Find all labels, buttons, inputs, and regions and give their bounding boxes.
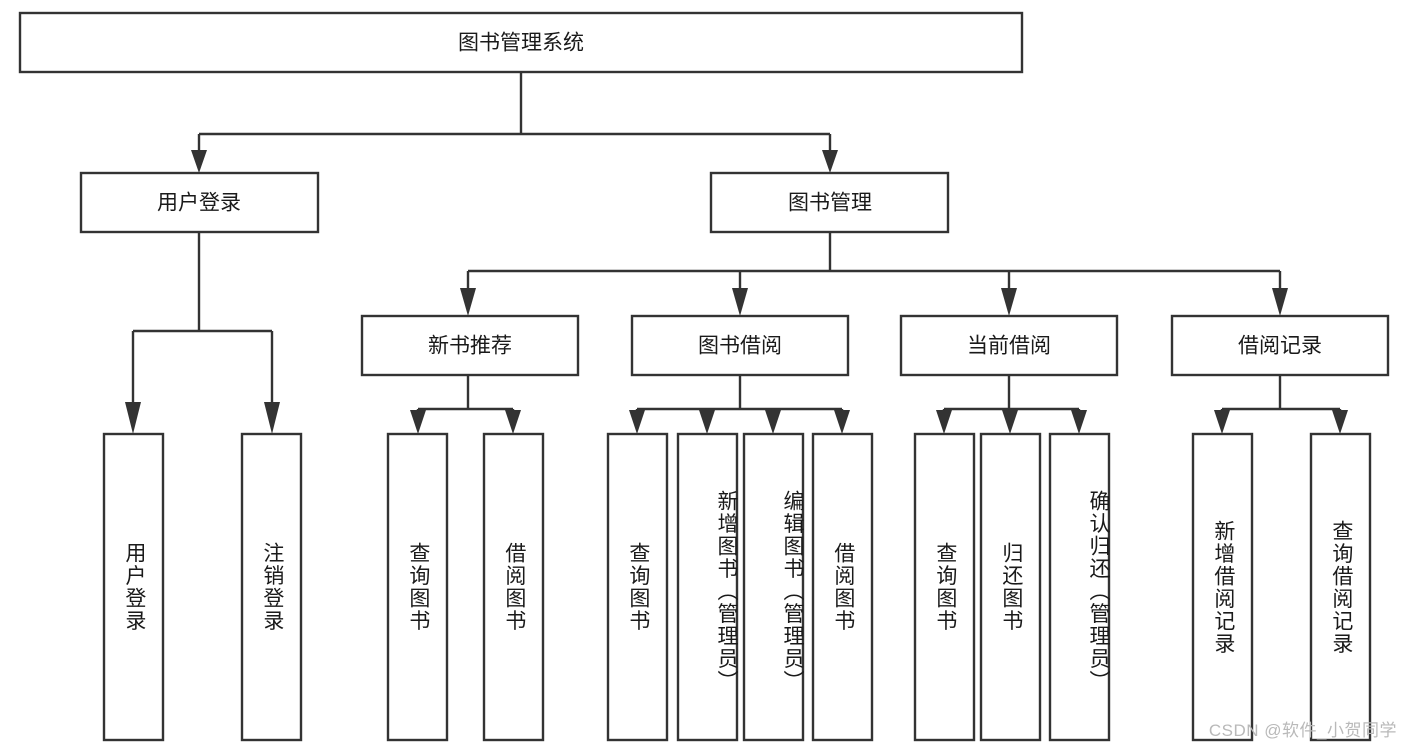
watermark-text: CSDN @软件_小贺同学 xyxy=(1208,721,1397,740)
arrow-head-book-mgmt xyxy=(822,150,838,173)
node-leaf-user-login-box[interactable] xyxy=(102,432,165,742)
node-user-login-label: 用户登录 xyxy=(157,192,241,215)
node-leaf-logout-box[interactable] xyxy=(240,432,303,742)
node-leaf-bb-borrow-book-box[interactable] xyxy=(811,432,874,742)
arrow-head-leaf-logout xyxy=(264,402,280,434)
node-leaf-br-add-record-box[interactable] xyxy=(1191,432,1254,742)
arrow-head-user-login xyxy=(191,150,207,173)
node-leaf-cb-confirm-return-box[interactable] xyxy=(1048,432,1111,742)
node-leaf-br-query-record-box[interactable] xyxy=(1309,432,1372,742)
node-book-borrow-label: 图书借阅 xyxy=(698,335,782,358)
node-leaf-nb-borrow-book-box[interactable] xyxy=(482,432,545,742)
arrow-head-newbook-leaf-1 xyxy=(410,410,426,434)
arrow-head-bookborrow-leaf-3 xyxy=(765,410,781,434)
node-book-management-box[interactable] xyxy=(709,171,950,234)
arrow-head-bookborrow-leaf-4 xyxy=(834,410,850,434)
node-leaf-bb-add-book-box[interactable] xyxy=(676,432,739,742)
arrow-head-newbook-leaf-2 xyxy=(505,410,521,434)
arrow-head-current-borrow xyxy=(1001,288,1017,316)
node-current-borrow-label: 当前借阅 xyxy=(967,335,1051,358)
node-leaf-cb-return-book-box[interactable] xyxy=(979,432,1042,742)
node-book-borrow-box[interactable] xyxy=(630,314,850,377)
arrow-head-leaf-user-login xyxy=(125,402,141,434)
arrow-head-currentborrow-leaf-3 xyxy=(1071,410,1087,434)
node-borrow-record-label: 借阅记录 xyxy=(1238,335,1322,358)
node-leaf-bb-query-book-box[interactable] xyxy=(606,432,669,742)
node-new-book-recommend-box[interactable] xyxy=(360,314,580,377)
node-leaf-nb-query-book-box[interactable] xyxy=(386,432,449,742)
node-leaf-bb-edit-book-box[interactable] xyxy=(742,432,805,742)
arrow-head-book-borrow xyxy=(732,288,748,316)
node-borrow-record-box[interactable] xyxy=(1170,314,1390,377)
arrow-head-new-book xyxy=(460,288,476,316)
node-root-label: 图书管理系统 xyxy=(458,32,584,55)
node-leaf-cb-query-book-box[interactable] xyxy=(913,432,976,742)
node-current-borrow-box[interactable] xyxy=(899,314,1119,377)
arrow-head-borrowrecord-leaf-2 xyxy=(1332,410,1348,434)
node-book-management-label: 图书管理 xyxy=(788,192,872,215)
arrow-head-borrow-record xyxy=(1272,288,1288,316)
connectors-layer xyxy=(125,72,1348,434)
horizontal-labels-layer: 图书管理系统 用户登录 图书管理 新书推荐 图书借阅 当前借阅 借阅记录 xyxy=(157,32,1322,358)
arrow-head-bookborrow-leaf-2 xyxy=(699,410,715,434)
nodes-layer xyxy=(18,11,1390,742)
node-root-box[interactable] xyxy=(18,11,1024,74)
arrow-head-currentborrow-leaf-1 xyxy=(936,410,952,434)
arrow-head-bookborrow-leaf-1 xyxy=(629,410,645,434)
arrow-head-currentborrow-leaf-2 xyxy=(1002,410,1018,434)
arrow-head-borrowrecord-leaf-1 xyxy=(1214,410,1230,434)
node-user-login-box[interactable] xyxy=(79,171,320,234)
node-new-book-recommend-label: 新书推荐 xyxy=(428,335,512,358)
